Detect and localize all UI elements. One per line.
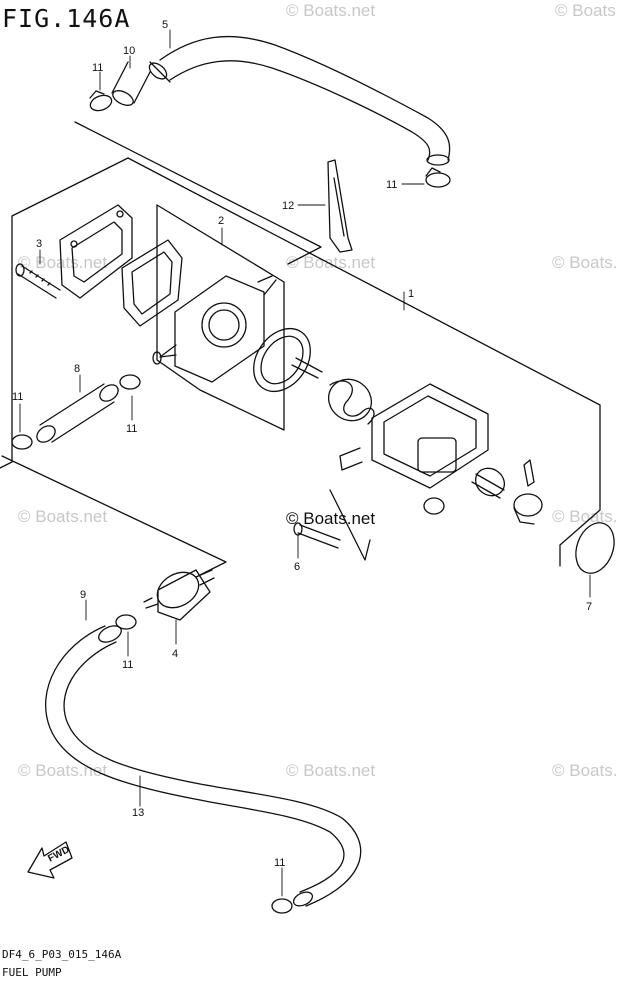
callout-labels: 5 10 11 11 12 2 3 1 8 11 11 6 7 9 4 11 1…: [12, 19, 592, 869]
gasket-plate: [59, 204, 133, 299]
diaphragm-gasket: [121, 239, 183, 327]
figure-code: DF4_6_P03_015_146A: [2, 948, 122, 961]
callout-3: 3: [36, 238, 42, 250]
clip-11-mid-right: [119, 374, 141, 390]
pump-body-2: [152, 275, 277, 383]
callout-11: 11: [92, 62, 103, 74]
watermark-text: © Boats.net: [552, 761, 617, 780]
nut: [423, 497, 445, 515]
watermark-text: © Boats.net: [286, 1, 375, 20]
hose-13: [45, 625, 362, 907]
clip-11-bottom: [271, 898, 293, 914]
valve-cap: [513, 493, 543, 525]
watermark-text: © Boats.net: [552, 253, 617, 272]
callout-8: 8: [74, 363, 80, 375]
o-ring-7: [575, 522, 615, 574]
frame-line-main: [0, 157, 129, 469]
callout-4: 4: [172, 648, 178, 660]
frame-line-inner-top: [156, 204, 285, 283]
callout-10: 10: [123, 45, 135, 57]
callout-9: 9: [80, 589, 86, 601]
screw-6: [293, 522, 341, 549]
hose-5: [148, 36, 451, 166]
callout-11: 11: [126, 423, 137, 435]
watermark-text: © Boats.net: [18, 507, 107, 526]
bolt-3: [15, 263, 61, 299]
pipe-8: [36, 383, 119, 443]
diaphragm: [253, 328, 323, 392]
watermark-text: © Boats.net: [286, 761, 375, 780]
watermark-group: © Boats.net © Boats.net © Boats.net © Bo…: [18, 1, 617, 780]
callout-1: 1: [408, 288, 414, 300]
callout-11: 11: [12, 391, 23, 403]
pump-cover-1: [339, 383, 489, 489]
frame-line-lower: [1, 455, 227, 576]
figure-title: FIG.146A: [2, 4, 131, 33]
callout-11: 11: [122, 659, 133, 671]
callout-11: 11: [386, 179, 397, 191]
fwd-arrow-icon: FWD: [27, 841, 73, 879]
frame-line-inner: [156, 204, 285, 431]
spring: [327, 378, 375, 425]
callout-12: 12: [282, 200, 294, 212]
figure-name: FUEL PUMP: [2, 966, 62, 979]
watermark-text: © Boats.net: [555, 1, 617, 20]
frame-line-top: [74, 121, 322, 265]
watermark-text: © Boats.net: [18, 253, 107, 272]
callout-11: 11: [274, 857, 285, 869]
callout-2: 2: [218, 215, 224, 227]
fuel-filter-4: [143, 569, 215, 621]
callout-7: 7: [586, 601, 592, 613]
watermark-text: © Boats.net: [286, 253, 375, 272]
pipe-10: [111, 61, 151, 106]
callout-6: 6: [294, 561, 300, 573]
clamp-12: [327, 159, 353, 253]
pin: [523, 459, 535, 487]
clip-11-filter: [115, 614, 137, 630]
frame-line-main-bottom: [329, 489, 371, 561]
clip-11-mid-left: [11, 434, 33, 450]
spring-small: [471, 467, 506, 499]
clip-11-top-left: [89, 90, 113, 112]
leader-lines: [19, 29, 591, 897]
watermark-main-text: © Boats.net: [286, 509, 375, 528]
frame-line-main-right: [127, 157, 601, 567]
watermark-text: © Boats.net: [552, 507, 617, 526]
clip-11-top-right: [425, 167, 451, 188]
callout-13: 13: [132, 807, 144, 819]
callout-5: 5: [162, 19, 168, 31]
